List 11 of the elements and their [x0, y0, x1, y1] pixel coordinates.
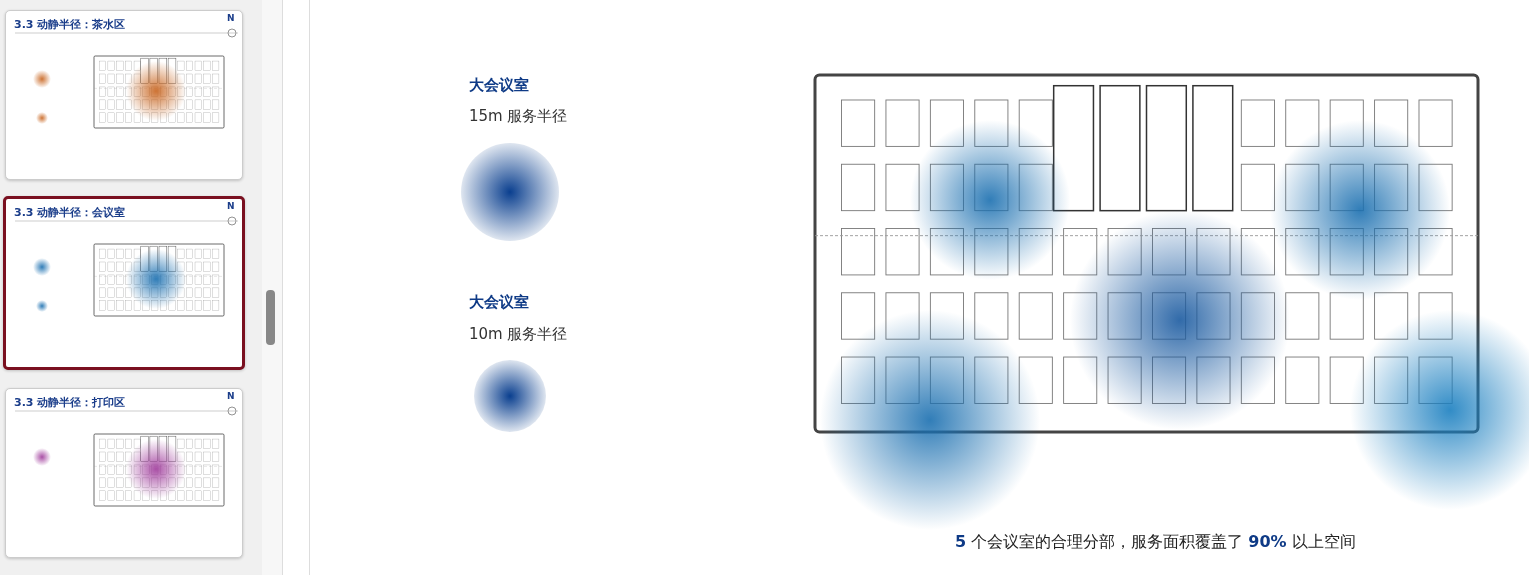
slide-title: 3.3 动静半径：打印区 — [14, 395, 126, 410]
slide-title: 3.3 动静半径：会议室 — [14, 205, 126, 220]
slide-title: 3.3 动静半径：茶水区 — [14, 17, 126, 32]
room-heading: 大会议室 — [469, 76, 529, 95]
room-heading: 大会议室 — [469, 293, 529, 312]
caption-text: 5 个会议室的合理分部，服务面积覆盖了 90% 以上空间 — [955, 532, 1356, 553]
north-label: N — [227, 13, 235, 23]
north-label: N — [227, 391, 235, 401]
radius-text: 10m 服务半径 — [469, 325, 568, 344]
radius-text: 15m 服务半径 — [469, 107, 568, 126]
north-label: N — [227, 201, 235, 211]
